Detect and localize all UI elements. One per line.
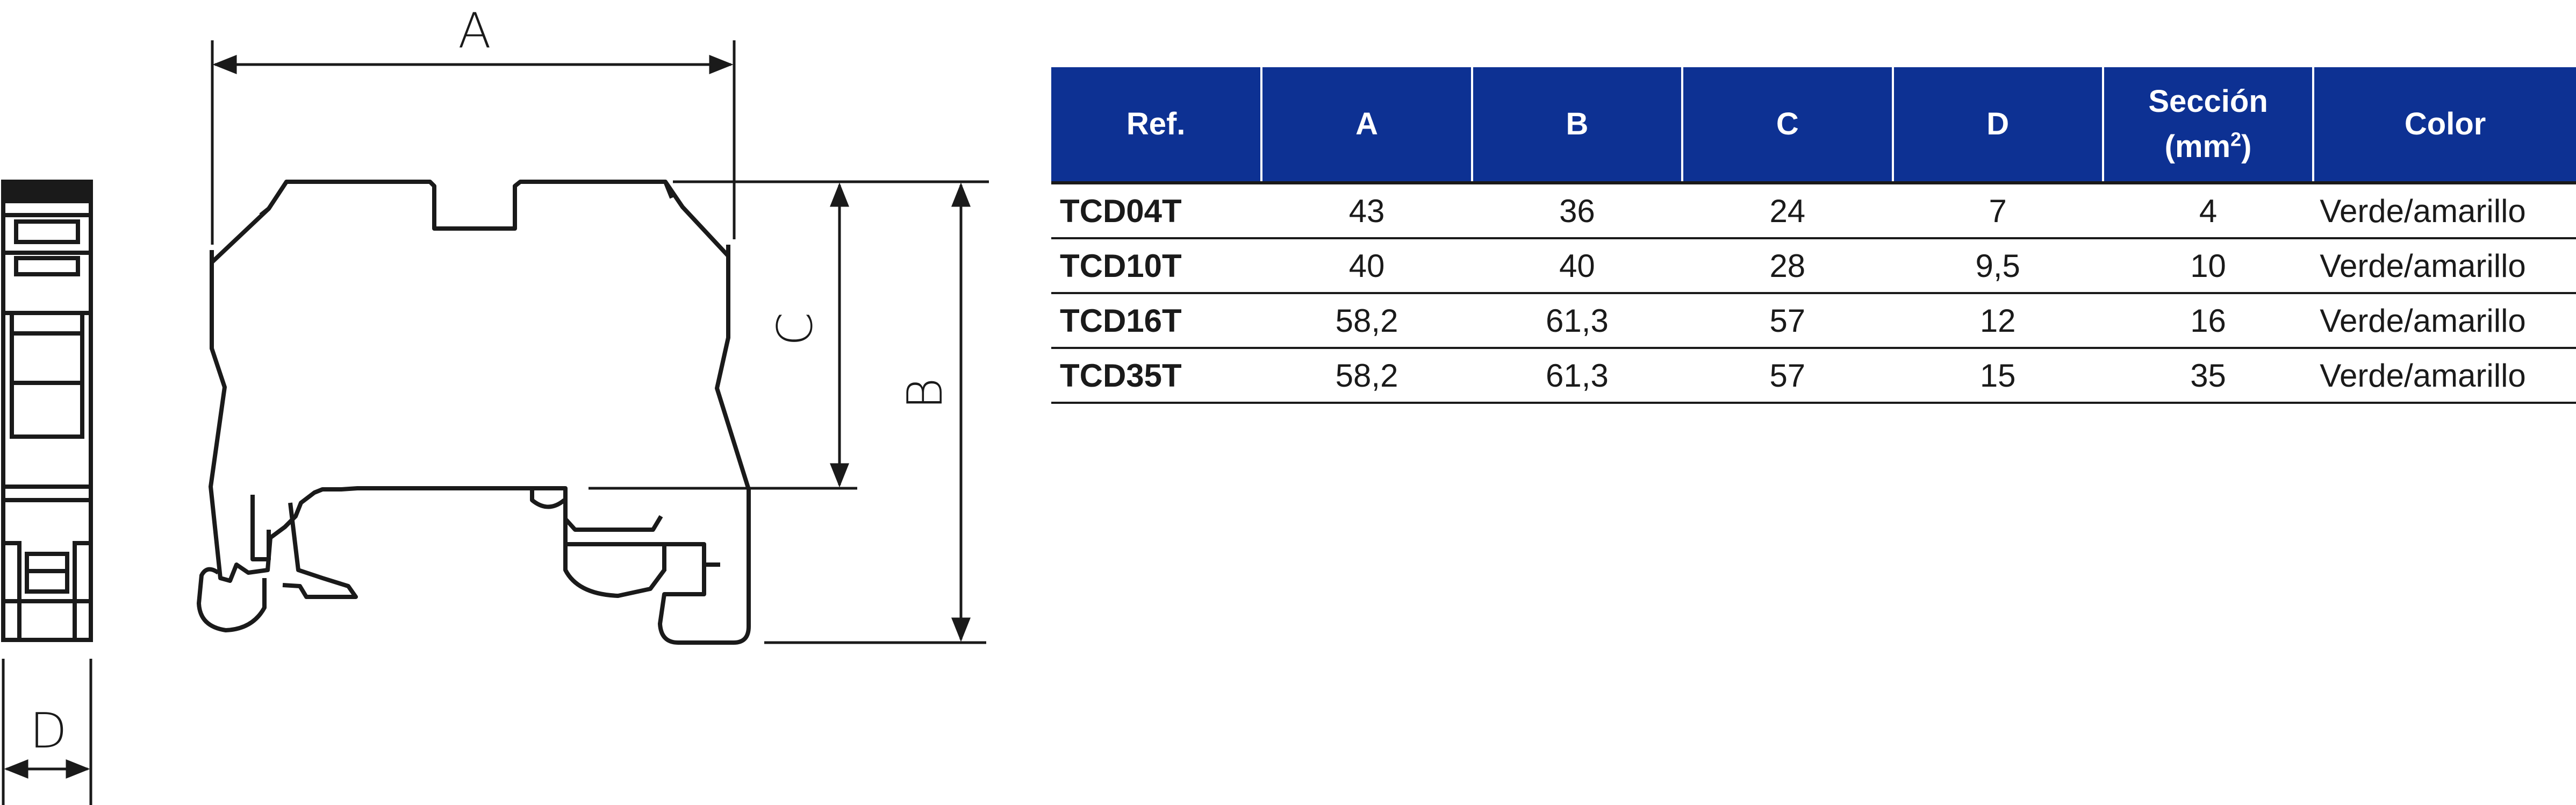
- cell-ref: TCD35T: [1051, 348, 1262, 404]
- cell-ref: TCD04T: [1051, 183, 1262, 239]
- cell-b: 61,3: [1472, 348, 1683, 404]
- cell-d: 12: [1892, 293, 2103, 349]
- dimension-label-d: D: [30, 703, 67, 759]
- cell-color: Verde/amarillo: [2313, 183, 2576, 239]
- table-header-row: Ref. A B C D Sección (mm2) Color: [1051, 67, 2576, 184]
- specifications-table: Ref. A B C D Sección (mm2) Color TCD04T …: [1051, 67, 2576, 404]
- header-seccion-unit: (mm2): [2164, 128, 2252, 164]
- cell-b: 61,3: [1472, 293, 1683, 349]
- cell-d: 15: [1892, 348, 2103, 404]
- cell-ref: TCD10T: [1051, 238, 1262, 294]
- cell-seccion: 10: [2103, 238, 2314, 294]
- dimension-lines: [2, 40, 989, 805]
- table-row: TCD04T 43 36 24 7 4 Verde/amarillo: [1051, 183, 2576, 239]
- cell-a: 58,2: [1261, 348, 1472, 404]
- header-c: C: [1681, 67, 1893, 184]
- dimension-label-c: C: [767, 312, 823, 346]
- cell-c: 28: [1682, 238, 1893, 294]
- cell-b: 36: [1472, 183, 1683, 239]
- cell-ref: TCD16T: [1051, 293, 1262, 349]
- cell-c: 24: [1682, 183, 1893, 239]
- table-row: TCD10T 40 40 28 9,5 10 Verde/amarillo: [1051, 238, 2576, 294]
- cell-d: 7: [1892, 183, 2103, 239]
- cell-d: 9,5: [1892, 238, 2103, 294]
- cell-a: 58,2: [1261, 293, 1472, 349]
- header-b: B: [1470, 67, 1683, 184]
- cell-color: Verde/amarillo: [2313, 238, 2576, 294]
- terminal-block-drawing: A C B D: [1, 3, 989, 805]
- dimension-label-a: A: [458, 3, 491, 59]
- cell-c: 57: [1682, 293, 1893, 349]
- cell-seccion: 35: [2103, 348, 2314, 404]
- front-view: [197, 180, 751, 645]
- dimension-label-b: B: [897, 378, 953, 410]
- cell-a: 40: [1261, 238, 1472, 294]
- cell-color: Verde/amarillo: [2313, 293, 2576, 349]
- header-a: A: [1260, 67, 1472, 184]
- header-seccion-label: Sección: [2148, 83, 2268, 119]
- cell-color: Verde/amarillo: [2313, 348, 2576, 404]
- cell-seccion: 4: [2103, 183, 2314, 239]
- table-row: TCD35T 58,2 61,3 57 15 35 Verde/amarillo: [1051, 348, 2576, 404]
- side-view: [1, 180, 93, 642]
- cell-c: 57: [1682, 348, 1893, 404]
- cell-a: 43: [1261, 183, 1472, 239]
- cell-seccion: 16: [2103, 293, 2314, 349]
- header-ref: Ref.: [1051, 67, 1262, 184]
- header-d: D: [1891, 67, 2103, 184]
- table-row: TCD16T 58,2 61,3 57 12 16 Verde/amarillo: [1051, 293, 2576, 349]
- cell-b: 40: [1472, 238, 1683, 294]
- header-color: Color: [2312, 67, 2576, 184]
- header-seccion: Sección (mm2): [2101, 67, 2314, 184]
